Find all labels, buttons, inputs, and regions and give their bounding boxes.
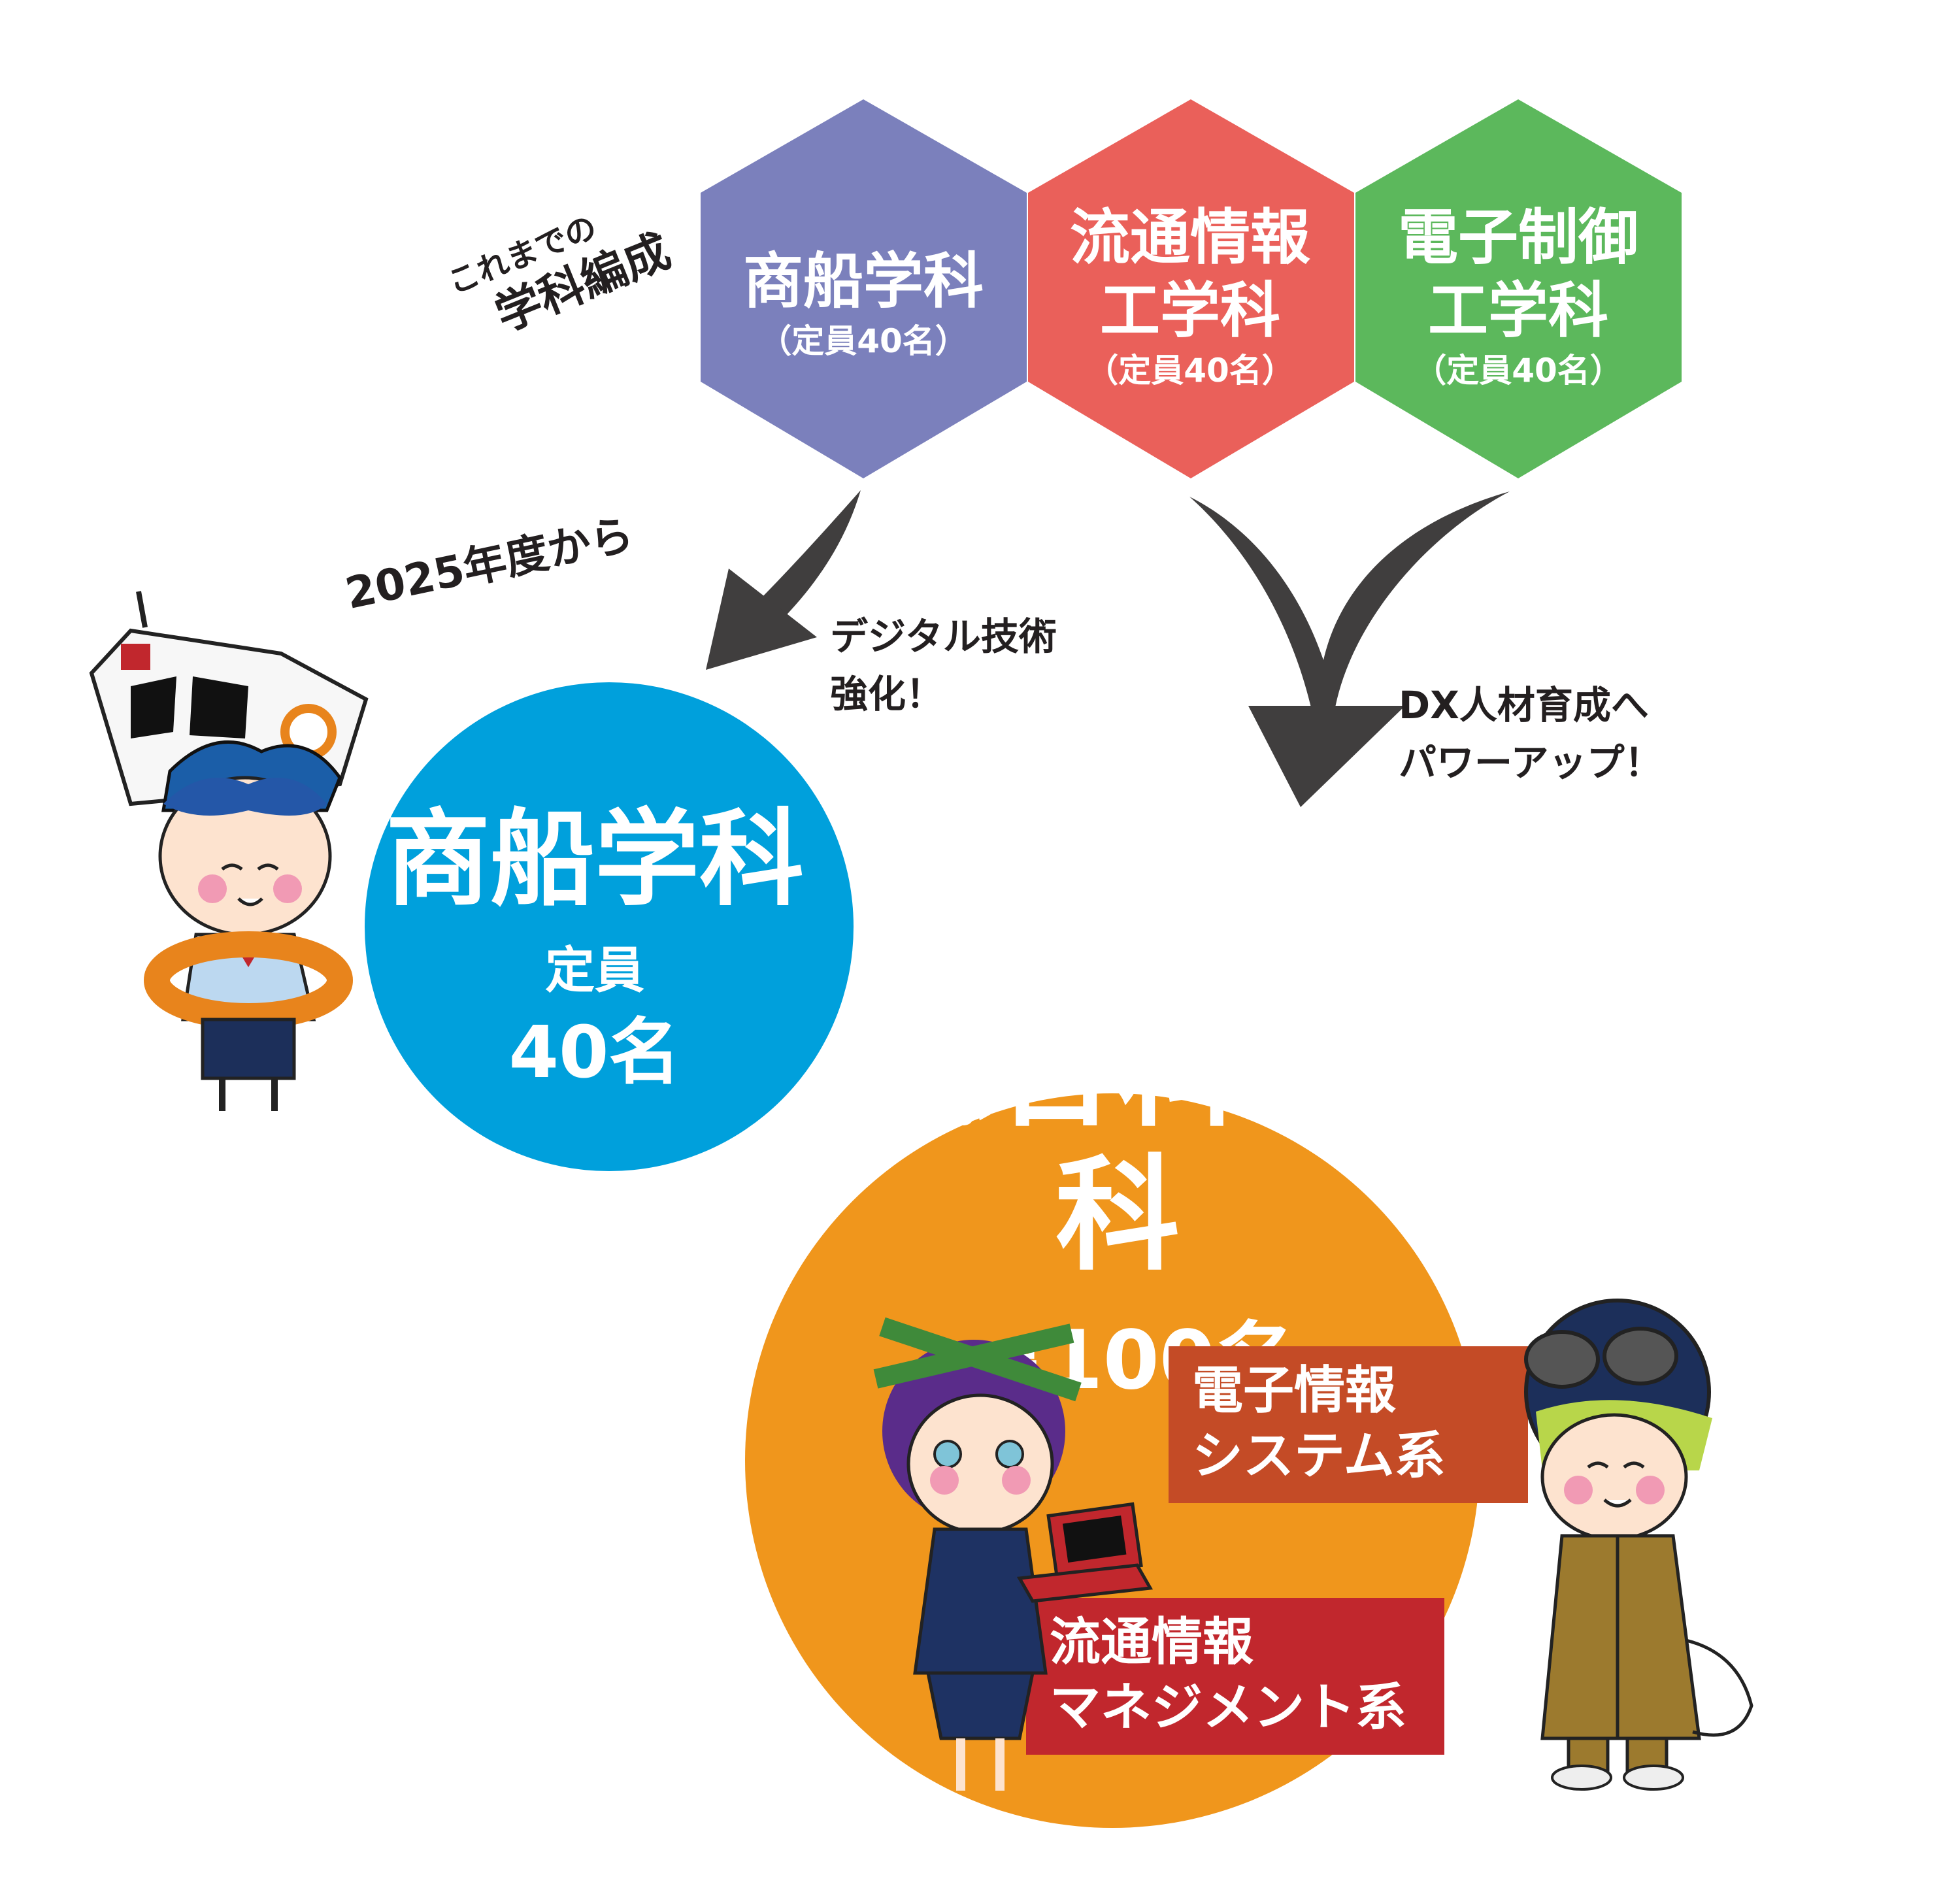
merchant-capacity-label: 定員: [545, 941, 644, 999]
merchant-circle: [365, 682, 854, 1171]
arrow-to-merchant-body: [752, 490, 861, 627]
course-tag-line1: 流通情報: [1050, 1613, 1254, 1672]
hex-capacity: （定員40名）: [1414, 352, 1623, 390]
course-tag-line2: マネジメント系: [1050, 1678, 1407, 1737]
arrow-to-general-body: [1189, 491, 1510, 719]
digital-note: デジタル技術 強化！: [830, 608, 1105, 723]
course-tag-electronic-info: 電子情報 システム系: [1169, 1346, 1528, 1503]
hex-electronic-control-label: 電子制御 工学科 （定員40名）: [1367, 201, 1669, 393]
course-tag-distribution-management: 流通情報 マネジメント系: [1026, 1598, 1444, 1755]
course-tag-line2: システム系: [1192, 1427, 1446, 1485]
merchant-title: 商船学科: [385, 798, 804, 920]
dx-note-line2: パワーアップ！: [1399, 740, 1663, 785]
hex-title-line1: 商船学科: [742, 246, 984, 316]
hex-title-line1: 電子制御: [1397, 203, 1638, 273]
hex-capacity: （定員40名）: [1086, 352, 1295, 390]
digital-note-line2: 強化！: [830, 672, 944, 716]
digital-note-line1: デジタル技術: [830, 614, 1057, 659]
merchant-circle-text: 商船学科 定員 40名: [340, 797, 850, 1098]
hex-merchant-marine: [701, 99, 1027, 478]
hex-distribution-info: [1028, 99, 1354, 478]
merchant-capacity-value: 40名: [508, 1010, 681, 1094]
arrow-to-merchant-head: [706, 569, 817, 670]
dx-note: DX人材育成へ パワーアップ！: [1399, 676, 1738, 791]
business-woman-illustration: [873, 1317, 1154, 1791]
engineer-illustration: [1524, 1299, 1753, 1791]
sailor-mascot-illustration: [89, 591, 369, 1111]
general-science-title: 総合科学科: [869, 999, 1366, 1287]
hex-merchant-marine-label: 商船学科 （定員40名）: [712, 245, 1014, 364]
hex-title-line1: 流通情報: [1069, 203, 1310, 273]
arrow-to-general-head: [1248, 706, 1405, 807]
hex-title-line2: 工学科: [1427, 276, 1608, 346]
course-tag-line1: 電子情報: [1192, 1361, 1397, 1420]
hex-electronic-control: [1355, 99, 1682, 478]
hex-capacity: （定員40名）: [759, 322, 968, 360]
dx-note-line1: DX人材育成へ: [1399, 683, 1649, 727]
hex-title-line2: 工学科: [1099, 276, 1280, 346]
hex-distribution-info-label: 流通情報 工学科 （定員40名）: [1039, 201, 1341, 393]
